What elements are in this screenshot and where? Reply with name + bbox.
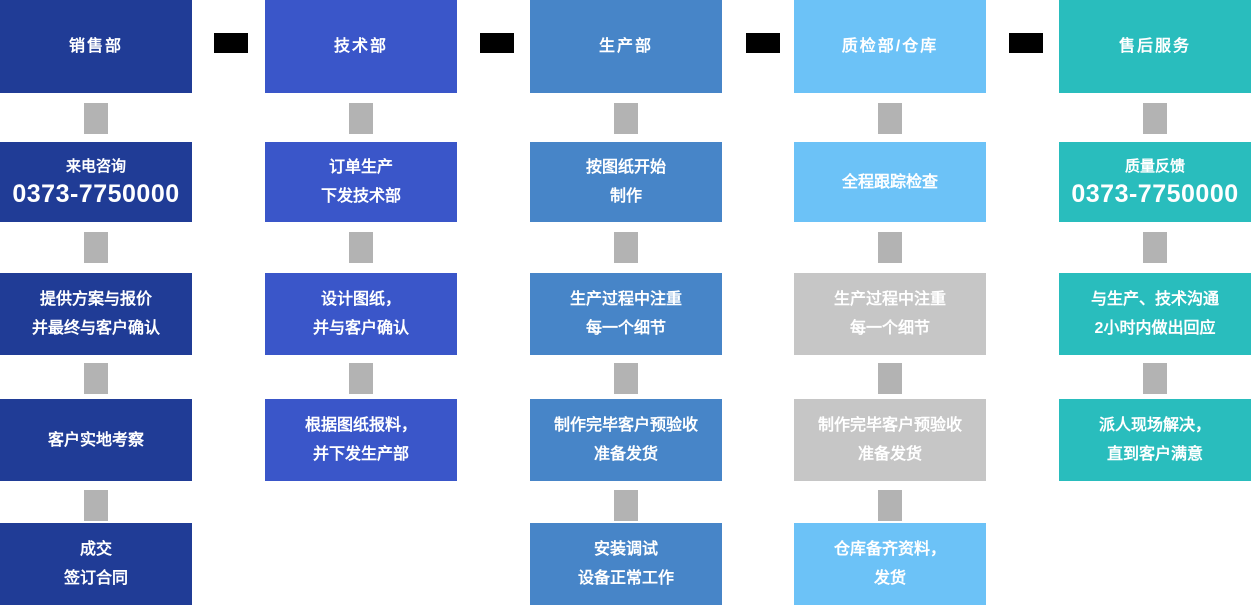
header-aftersales: 售后服务 xyxy=(1059,0,1251,93)
step-label: 提供方案与报价 xyxy=(39,291,152,308)
header-sales-label: 销售部 xyxy=(68,38,123,55)
step-production-start: 按图纸开始 制作 xyxy=(530,142,722,222)
step-sales-quote: 提供方案与报价 并最终与客户确认 xyxy=(0,273,192,355)
step-qa-detail: 生产过程中注重 每一个细节 xyxy=(794,273,986,355)
down-connector xyxy=(84,103,108,134)
step-label: 2小时内做出回应 xyxy=(1094,320,1216,337)
down-connector xyxy=(1143,363,1167,394)
down-connector xyxy=(349,363,373,394)
step-label: 订单生产 xyxy=(328,159,393,176)
step-label: 与生产、技术沟通 xyxy=(1090,291,1219,308)
step-label: 发货 xyxy=(873,570,906,587)
header-qa-warehouse: 质检部/仓库 xyxy=(794,0,986,93)
down-connector xyxy=(1143,232,1167,263)
step-label: 派人现场解决， xyxy=(1098,417,1211,434)
step-sales-call: 来电咨询 0373-7750000 xyxy=(0,142,192,222)
header-link-connector xyxy=(1009,33,1043,53)
header-link-connector xyxy=(214,33,248,53)
step-label: 根据图纸报料， xyxy=(304,417,417,434)
step-label: 成交 xyxy=(79,541,112,558)
header-production: 生产部 xyxy=(530,0,722,93)
header-tech-label: 技术部 xyxy=(333,38,388,55)
header-tech: 技术部 xyxy=(265,0,457,93)
step-tech-order: 订单生产 下发技术部 xyxy=(265,142,457,222)
step-label: 下发技术部 xyxy=(320,188,401,205)
step-qa-ship: 仓库备齐资料， 发货 xyxy=(794,523,986,605)
step-sales-visit: 客户实地考察 xyxy=(0,399,192,481)
step-label: 并下发生产部 xyxy=(312,446,409,463)
step-qa-acceptance: 制作完毕客户预验收 准备发货 xyxy=(794,399,986,481)
step-label: 生产过程中注重 xyxy=(833,291,946,308)
step-label: 安装调试 xyxy=(593,541,658,558)
step-label: 准备发货 xyxy=(857,446,922,463)
down-connector xyxy=(614,232,638,263)
step-label: 每一个细节 xyxy=(585,320,666,337)
step-label: 生产过程中注重 xyxy=(569,291,682,308)
step-production-detail: 生产过程中注重 每一个细节 xyxy=(530,273,722,355)
step-tech-design: 设计图纸， 并与客户确认 xyxy=(265,273,457,355)
down-connector xyxy=(84,490,108,521)
step-label: 仓库备齐资料， xyxy=(833,541,946,558)
down-connector xyxy=(878,232,902,263)
down-connector xyxy=(878,363,902,394)
step-label: 来电咨询 xyxy=(65,158,126,175)
step-label: 签订合同 xyxy=(63,570,128,587)
down-connector xyxy=(614,103,638,134)
step-label: 全程跟踪检查 xyxy=(841,173,938,191)
header-qa-warehouse-label: 质检部/仓库 xyxy=(841,38,939,55)
down-connector xyxy=(84,363,108,394)
down-connector xyxy=(878,490,902,521)
step-production-acceptance: 制作完毕客户预验收 准备发货 xyxy=(530,399,722,481)
step-label: 直到客户满意 xyxy=(1106,446,1203,463)
down-connector xyxy=(349,232,373,263)
down-connector xyxy=(349,103,373,134)
step-production-install: 安装调试 设备正常工作 xyxy=(530,523,722,605)
column-qa-warehouse: 质检部/仓库 全程跟踪检查 生产过程中注重 每一个细节 制作完毕客户预验收 准备… xyxy=(794,0,986,607)
step-label: 并与客户确认 xyxy=(312,320,409,337)
step-label: 设计图纸， xyxy=(320,291,401,308)
step-label: 并最终与客户确认 xyxy=(31,320,160,337)
header-link-connector xyxy=(480,33,514,53)
phone-number: 0373-7750000 xyxy=(1071,180,1239,208)
step-label: 按图纸开始 xyxy=(585,159,666,176)
step-sales-contract: 成交 签订合同 xyxy=(0,523,192,605)
step-label: 每一个细节 xyxy=(849,320,930,337)
header-link-connector xyxy=(746,33,780,53)
step-label: 制作 xyxy=(609,188,642,205)
step-label: 准备发货 xyxy=(593,446,658,463)
step-aftersales-onsite: 派人现场解决， 直到客户满意 xyxy=(1059,399,1251,481)
column-sales: 销售部 来电咨询 0373-7750000 提供方案与报价 并最终与客户确认 客… xyxy=(0,0,192,607)
phone-number: 0373-7750000 xyxy=(12,180,180,208)
step-label: 制作完毕客户预验收 xyxy=(553,417,698,434)
down-connector xyxy=(614,490,638,521)
column-tech: 技术部 订单生产 下发技术部 设计图纸， 并与客户确认 根据图纸报料， 并下发生… xyxy=(265,0,457,607)
header-production-label: 生产部 xyxy=(598,38,653,55)
down-connector xyxy=(84,232,108,263)
header-aftersales-label: 售后服务 xyxy=(1118,38,1191,55)
step-label: 制作完毕客户预验收 xyxy=(817,417,962,434)
down-connector xyxy=(614,363,638,394)
column-production: 生产部 按图纸开始 制作 生产过程中注重 每一个细节 制作完毕客户预验收 准备发… xyxy=(530,0,722,607)
step-label: 质量反馈 xyxy=(1124,158,1185,175)
header-sales: 销售部 xyxy=(0,0,192,93)
step-tech-material: 根据图纸报料， 并下发生产部 xyxy=(265,399,457,481)
step-qa-tracking: 全程跟踪检查 xyxy=(794,142,986,222)
step-aftersales-feedback: 质量反馈 0373-7750000 xyxy=(1059,142,1251,222)
column-aftersales: 售后服务 质量反馈 0373-7750000 与生产、技术沟通 2小时内做出回应… xyxy=(1059,0,1251,607)
down-connector xyxy=(1143,103,1167,134)
step-aftersales-response: 与生产、技术沟通 2小时内做出回应 xyxy=(1059,273,1251,355)
step-label: 设备正常工作 xyxy=(577,570,674,587)
step-label: 客户实地考察 xyxy=(47,431,144,449)
down-connector xyxy=(878,103,902,134)
